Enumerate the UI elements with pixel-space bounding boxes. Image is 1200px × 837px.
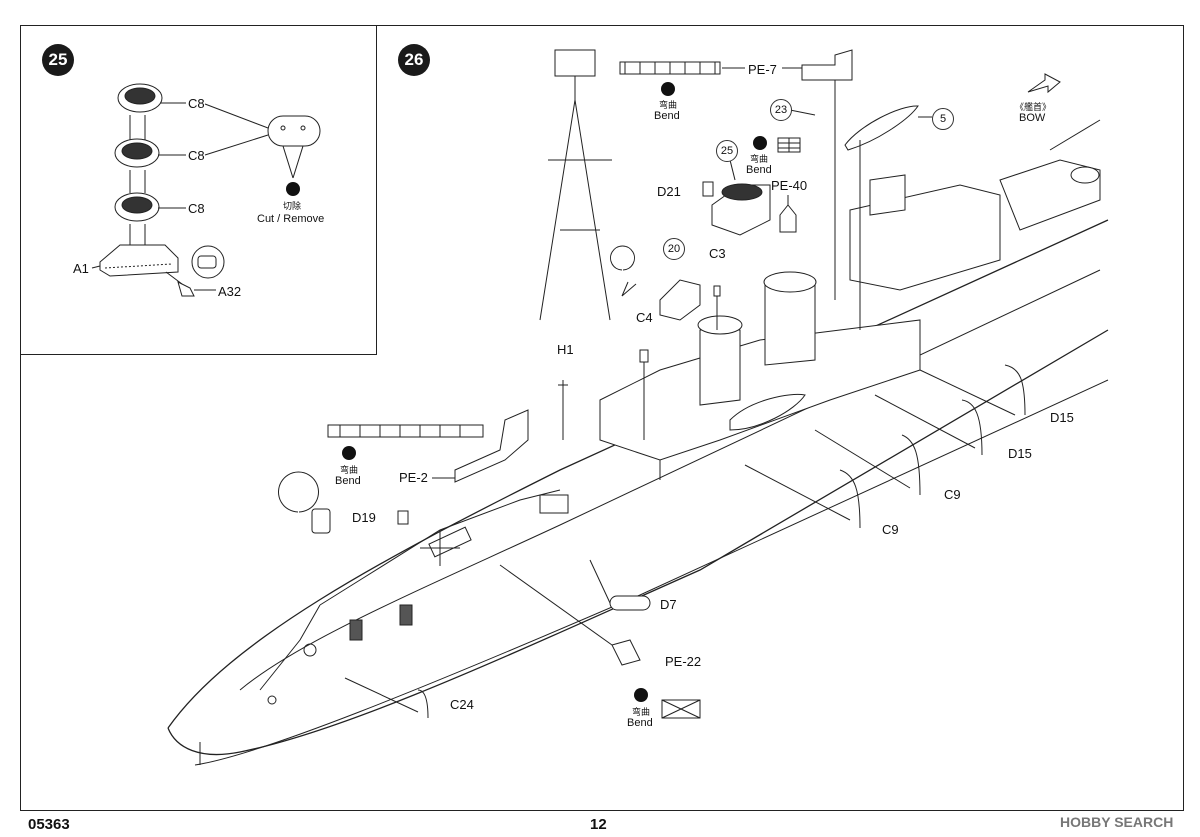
part-label-pe22: PE-22 [665, 654, 702, 669]
part-label-c4: C4 [636, 310, 653, 325]
inset-step-panel [20, 25, 377, 355]
inset-part-c8-middle [114, 138, 160, 168]
bend-icon-pe22 [634, 688, 648, 702]
watermark: HOBBY SEARCH [1060, 814, 1174, 830]
bend-en-pe7: Bend [654, 110, 680, 122]
cut-label-en: Cut / Remove [257, 213, 325, 225]
page-number: 12 [590, 816, 607, 833]
bend-cn-pe2: 弯曲 [340, 466, 359, 476]
bend-icon-pe40 [753, 136, 767, 150]
inset-part-c8-top [117, 83, 163, 113]
part-label-a1: A1 [73, 261, 89, 276]
cut-label-cn: 切除 [283, 202, 302, 212]
part-label-d15-upper: D15 [1050, 410, 1074, 425]
bend-icon-pe7 [661, 82, 675, 96]
inset-part-c8-bottom [114, 192, 160, 222]
bend-en-pe22: Bend [627, 717, 653, 729]
step-25-badge: 25 [42, 44, 74, 76]
part-label-pe2: PE-2 [399, 470, 428, 485]
part-label-h1: H1 [557, 342, 574, 357]
ref-circle-25: 25 [716, 140, 738, 162]
part-label-c8-middle: C8 [188, 148, 205, 163]
part-label-a32: A32 [218, 284, 242, 299]
part-label-c9-upper: C9 [944, 487, 961, 502]
part-label-c8-bottom: C8 [188, 201, 205, 216]
part-label-c8-top: C8 [188, 96, 205, 111]
ref-circle-23: 23 [770, 99, 792, 121]
bend-en-pe2: Bend [335, 475, 361, 487]
part-label-pe40: PE-40 [771, 178, 808, 193]
ref-circle-20: 20 [663, 238, 685, 260]
part-label-pe7: PE-7 [748, 62, 777, 77]
bend-icon-pe2 [342, 446, 356, 460]
ref-circle-5: 5 [932, 108, 954, 130]
bend-en-pe40: Bend [746, 164, 772, 176]
part-label-c24: C24 [450, 697, 474, 712]
cut-icon [286, 182, 300, 196]
part-label-c3: C3 [709, 246, 726, 261]
part-label-d19: D19 [352, 510, 376, 525]
bend-cn-pe40: 弯曲 [750, 155, 769, 165]
part-label-d7: D7 [660, 597, 677, 612]
part-label-d21: D21 [657, 184, 681, 199]
bow-label-cn: 《艦首》 [1015, 103, 1052, 113]
step-26-badge: 26 [398, 44, 430, 76]
bend-cn-pe7: 弯曲 [659, 101, 678, 111]
part-label-d15-lower: D15 [1008, 446, 1032, 461]
part-label-c9-lower: C9 [882, 522, 899, 537]
bow-label-en: BOW [1019, 112, 1046, 124]
product-code: 05363 [28, 816, 70, 833]
bend-cn-pe22: 弯曲 [632, 708, 651, 718]
